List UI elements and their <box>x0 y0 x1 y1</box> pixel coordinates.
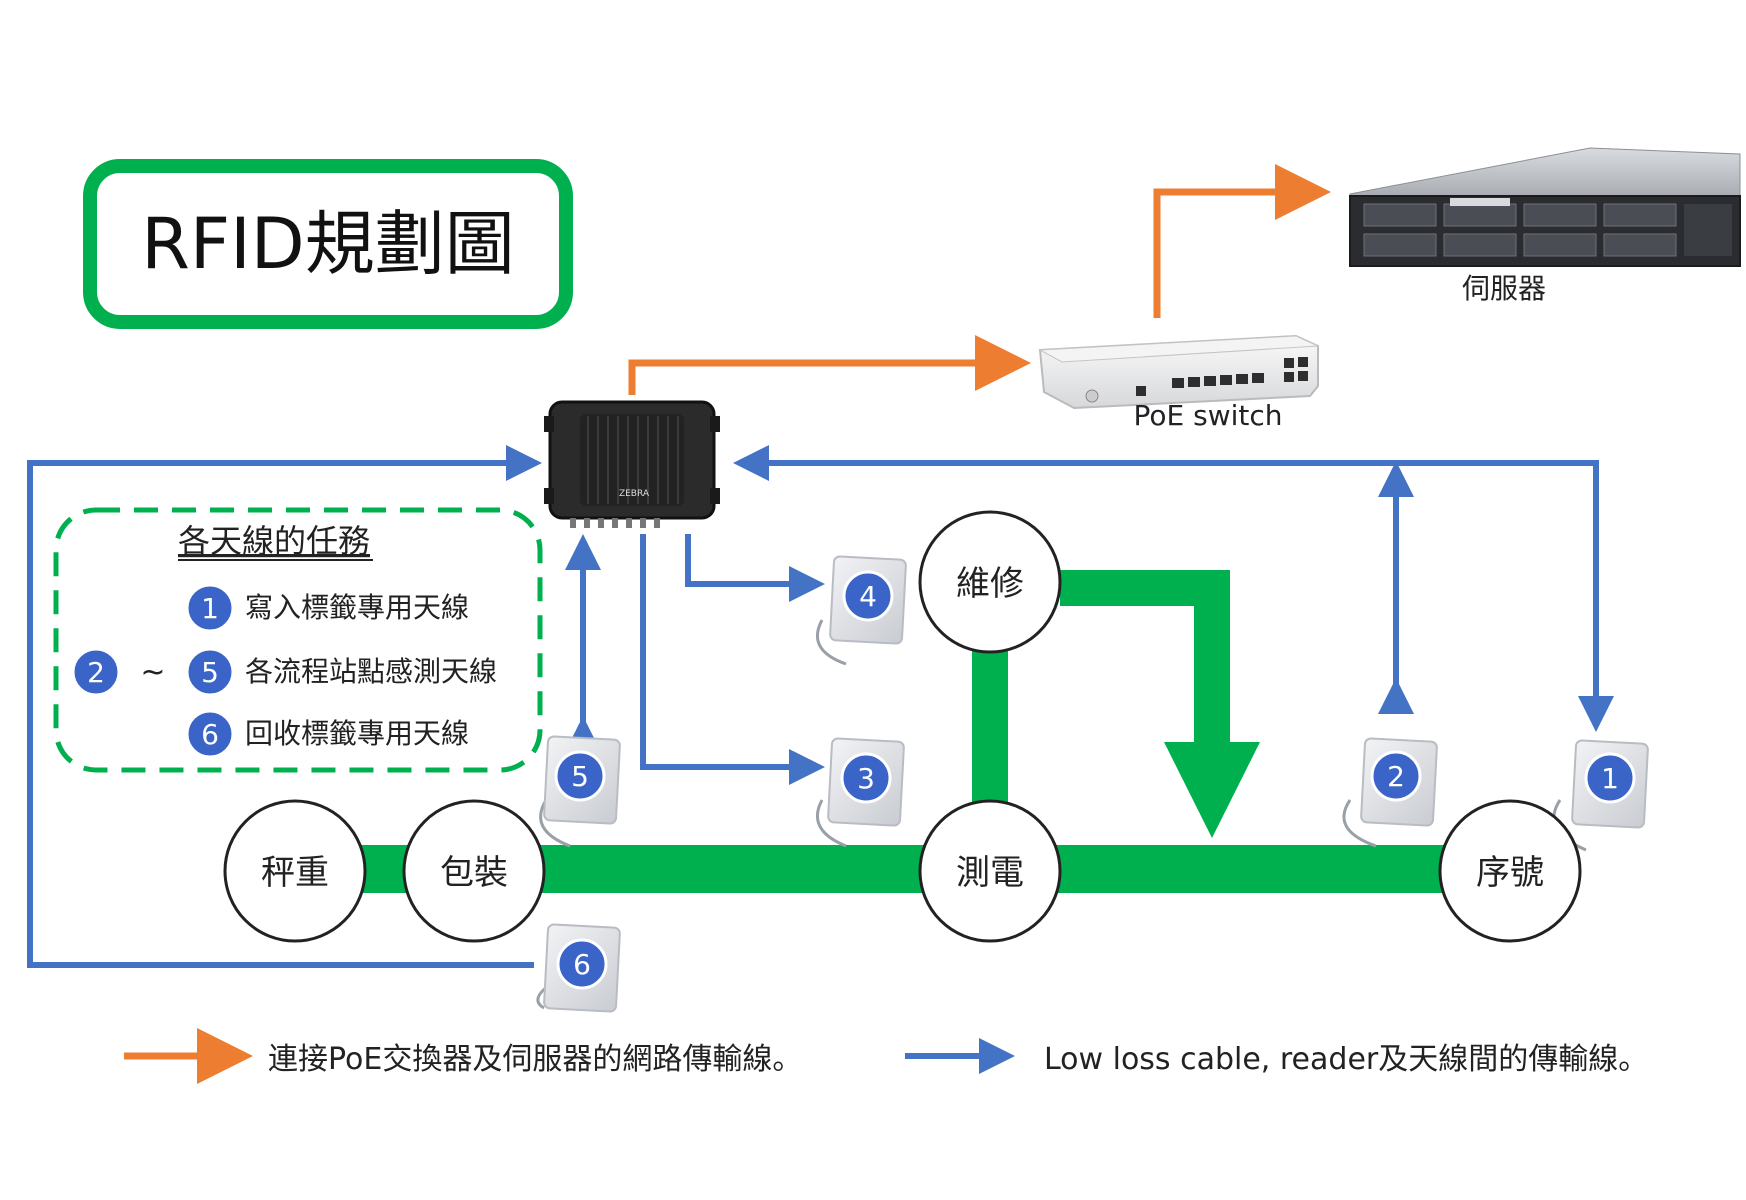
station-test-label: 測電 <box>956 853 1024 893</box>
antenna-1: 1 <box>1552 739 1649 852</box>
reader-ports <box>570 518 660 528</box>
switch-power-led <box>1085 389 1099 403</box>
repair-return-arrow <box>1060 570 1260 838</box>
task-badge-2 <box>71 647 121 697</box>
station-test-circle <box>918 799 1062 943</box>
station-repair-label: 維修 <box>956 564 1024 604</box>
station-weigh: 秤重 <box>223 799 367 943</box>
switch-top <box>1038 335 1319 363</box>
task-3-text: 回收標籤專用天線 <box>245 717 469 750</box>
rfid-reader: ZEBRA <box>544 400 720 528</box>
antenna-2-number: 2 <box>1387 760 1405 793</box>
server: 伺服器 <box>1349 147 1741 305</box>
task-badge-5 <box>185 647 235 697</box>
antenna-3-number: 3 <box>857 762 875 795</box>
reader-brand: ZEBRA <box>619 489 650 499</box>
cable-antenna-4 <box>685 534 825 602</box>
task-badge-5-text: 5 <box>201 656 219 689</box>
antenna-1-badge <box>1584 752 1636 804</box>
station-serial: 序號 <box>1438 799 1582 943</box>
antenna-4: 4 <box>816 555 907 666</box>
reader-mount-tab <box>710 416 720 432</box>
station-test: 測電 <box>918 799 1062 943</box>
task-badge-6-text: 6 <box>201 718 219 751</box>
task-badge-2-text: 2 <box>87 656 105 689</box>
server-vent <box>1450 198 1510 206</box>
station-pack-circle <box>402 799 546 943</box>
task-badge-1-text: 1 <box>201 592 219 625</box>
server-label: 伺服器 <box>1462 272 1546 305</box>
station-pack: 包裝 <box>402 799 546 943</box>
antenna-2: 2 <box>1342 737 1438 848</box>
antenna-5-cable <box>539 799 571 848</box>
tasks-frame <box>53 507 543 773</box>
task-badge-6 <box>185 709 235 759</box>
antenna-4-cable <box>816 619 847 666</box>
antenna-6-number: 6 <box>573 948 591 981</box>
station-pack-label: 包裝 <box>440 853 508 893</box>
antenna-6: 6 <box>536 923 621 1013</box>
antenna-5-number: 5 <box>571 760 589 793</box>
tasks-heading: 各天線的任務 <box>178 522 370 560</box>
poe-switch: PoE switch <box>1038 334 1319 432</box>
switch-label: PoE switch <box>1134 399 1283 432</box>
page-title: RFID規劃圖 <box>141 203 514 285</box>
reader-mount-tab <box>544 416 554 432</box>
title-frame <box>83 159 573 329</box>
reader-mount-tab <box>544 488 554 504</box>
server-drive-bays <box>1363 203 1677 257</box>
station-weigh-label: 秤重 <box>261 853 329 893</box>
station-serial-label: 序號 <box>1476 853 1544 893</box>
station-serial-circle <box>1438 799 1582 943</box>
legend: 連接PoE交換器及伺服器的網路傳輸線。 Low loss cable, read… <box>268 1042 1648 1077</box>
reader-ribs <box>587 416 679 504</box>
task-badge-1 <box>185 583 235 633</box>
antenna-cables <box>27 445 1614 1074</box>
switch-to-server-cable <box>1153 164 1331 318</box>
antenna-2-badge <box>1370 750 1422 802</box>
task-2-text: 各流程站點感測天線 <box>245 655 497 688</box>
antenna-1-number: 1 <box>1601 762 1619 795</box>
antenna-6-badge <box>556 938 608 990</box>
network-cables <box>628 164 1331 395</box>
task-range-tilde: ~ <box>140 655 165 690</box>
server-side-panel <box>1684 204 1732 256</box>
antenna-5-badge <box>554 750 606 802</box>
task-1-text: 寫入標籤專用天線 <box>245 591 469 624</box>
cable-antenna-6 <box>27 445 542 968</box>
tasks-box: 各天線的任務 1 寫入標籤專用天線 2 ~ 5 各流程站點感測天線 6 回收標籤… <box>53 507 543 773</box>
switch-ports <box>1136 357 1308 396</box>
antenna-3-cable <box>816 799 847 848</box>
antenna-2-cable <box>1342 799 1377 848</box>
antenna-4-badge <box>842 570 894 622</box>
cable-antenna-3 <box>640 534 825 785</box>
legend-blue-text: Low loss cable, reader及天線間的傳輸線。 <box>1044 1042 1648 1077</box>
antenna-3: 3 <box>816 737 905 848</box>
station-repair: 維修 <box>918 510 1062 654</box>
reader-to-switch-cable <box>628 335 1031 395</box>
antenna-4-number: 4 <box>859 580 877 613</box>
legend-orange-text: 連接PoE交換器及伺服器的網路傳輸線。 <box>268 1042 802 1077</box>
antenna-5: 5 <box>539 735 621 848</box>
station-repair-circle <box>918 510 1062 654</box>
reader-mount-tab <box>710 488 720 504</box>
cable-bus-to-reader <box>733 445 1599 481</box>
antenna-3-badge <box>840 752 892 804</box>
title-box: RFID規劃圖 <box>83 159 573 329</box>
station-weigh-circle <box>223 799 367 943</box>
